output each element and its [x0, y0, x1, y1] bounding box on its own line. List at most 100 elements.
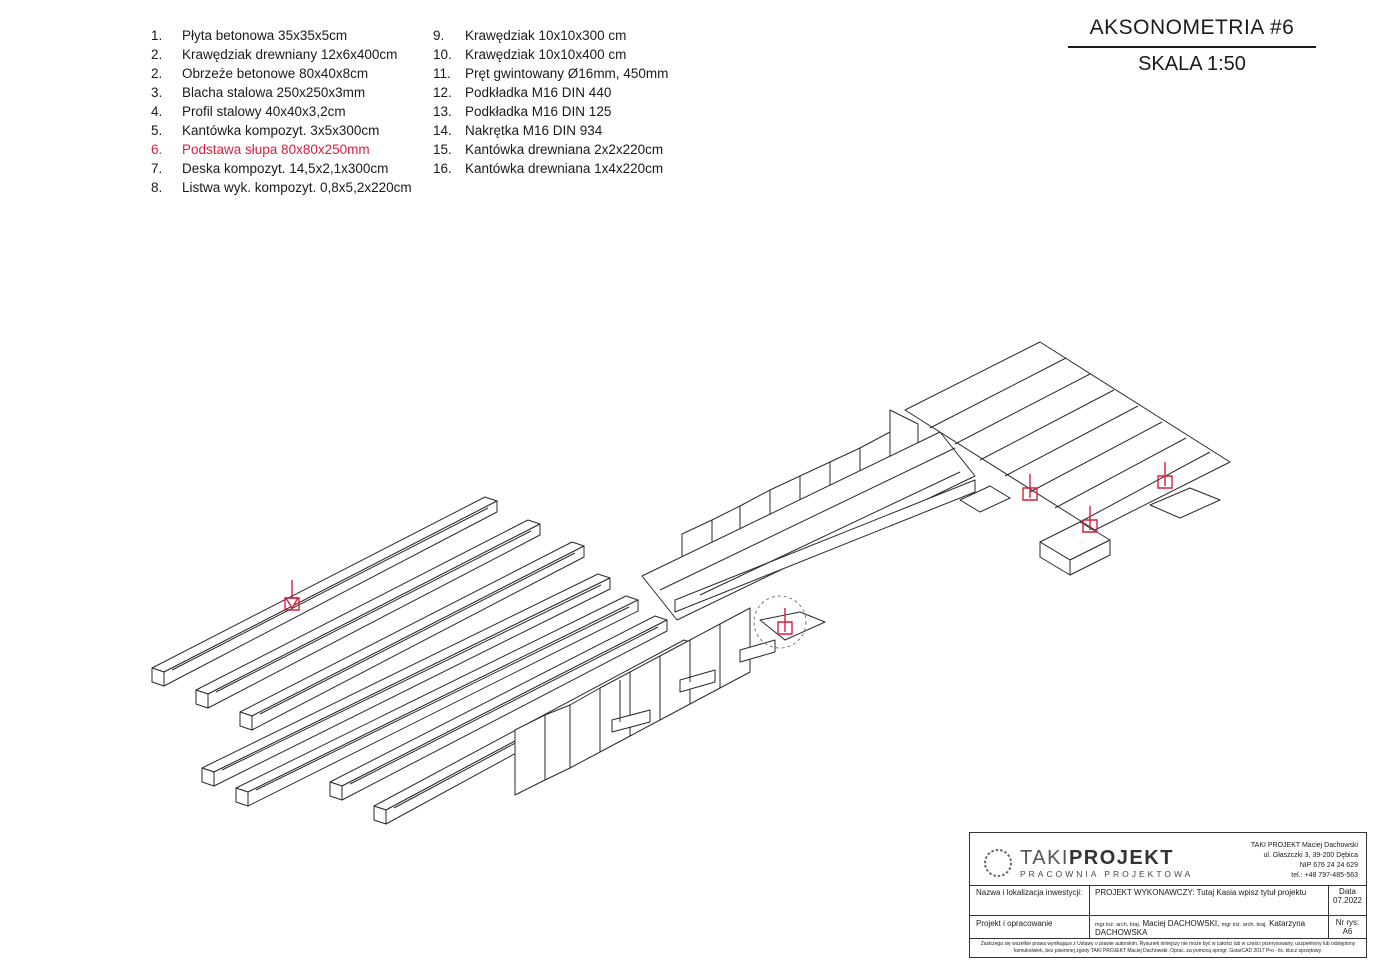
brand-sub: PRACOWNIA PROJEKTOWA [1020, 868, 1194, 879]
deck-joist [979, 389, 1115, 461]
legend-item-label: Krawędziak 10x10x300 cm [465, 28, 627, 43]
legend-item: 16.Kantówka drewniana 1x4x220cm [433, 159, 668, 178]
legend-item-number: 15. [433, 142, 452, 157]
post-base-marker [1082, 506, 1098, 533]
beam-line [659, 447, 956, 591]
legend-item-label: Nakrętka M16 DIN 934 [465, 123, 603, 138]
legend-item-number: 2. [151, 66, 163, 81]
deck-groove [171, 507, 489, 671]
sheet-label: Nr rys: [1335, 918, 1360, 927]
legend-item: 15. Kantówka drewniana 2x2x220cm [433, 140, 668, 159]
legend-item-label: Kantówka drewniana 2x2x220cm [465, 142, 664, 157]
legend-item-number: 13. [433, 104, 452, 119]
date-cell: Data 07.2022 [1329, 885, 1366, 915]
middle-beams [641, 431, 976, 621]
legend-item: 11. Pręt gwintowany Ø16mm, 450mm [433, 64, 668, 83]
legend-item-label: Pręt gwintowany Ø16mm, 450mm [465, 66, 669, 81]
legend-item-label: Blacha stalowa 250x250x3mm [182, 85, 366, 100]
author-b-name: Katarzyna DACHOWSKA [1095, 919, 1306, 937]
date-label: Data [1339, 887, 1356, 896]
legend-item: 9. Krawędziak 10x10x300 cm [433, 26, 668, 45]
sheet-value: A6 [1342, 927, 1353, 936]
bracket-plate [739, 639, 776, 663]
brand-bold: PROJEKT [1068, 846, 1174, 869]
legend-item-number: 16. [433, 161, 452, 176]
curb-block [544, 704, 571, 781]
deck-joist [954, 373, 1091, 445]
steel-brackets [611, 611, 826, 733]
company-info: TAKI PROJEKT Maciej Dachowski ul. Głaszc… [1251, 841, 1358, 881]
post-base-marker [1157, 462, 1173, 489]
author-a-title: mgr inż. arch. kraj. [1095, 922, 1141, 928]
legend-item-number: 7. [151, 161, 163, 176]
stamp-row-authors: Projekt i opracowanie mgr inż. arch. kra… [970, 916, 1366, 939]
copyright-notice: Zastrzega się wszelkie prawa wynikające … [980, 941, 1356, 954]
deck-board-side [213, 577, 611, 787]
legend-item: 2.Krawędziak drewniany 12x6x400cm [151, 45, 412, 64]
legend-item-number: 4. [151, 104, 163, 119]
legend-item-number: 5. [151, 123, 163, 138]
legend-left-column: 1. Płyta betonowa 35x35x5cm 2.Krawędziak d… [151, 26, 412, 197]
project-value: PROJEKT WYKONAWCZY: Tutaj Kasia wpisz ty… [1090, 885, 1329, 915]
drawing-scale: SKALA 1:50 [1138, 53, 1246, 75]
legend-item: 7.Deska kompozyt. 14,5x2,1x300cm [151, 159, 412, 178]
company-tel: tel.: +48 797-485-563 [1291, 872, 1358, 879]
legend-item: 4. Profil stalowy 40x40x3,2cm [151, 102, 412, 121]
legend-item-number: 1. [151, 28, 163, 43]
legend-item-label: Podkładka M16 DIN 440 [465, 85, 612, 100]
post-base-marker [1022, 474, 1038, 501]
deck-board-side [163, 500, 498, 687]
deck-groove [259, 552, 576, 715]
legend-item: 10.Krawędziak 10x10x400 cm [433, 45, 668, 64]
legend-item: 14. Nakrętka M16 DIN 934 [433, 121, 668, 140]
beam-frame [641, 431, 976, 621]
legend-item-label: Podkładka M16 DIN 125 [465, 104, 612, 119]
legend-item-label: Profil stalowy 40x40x3,2cm [182, 104, 346, 119]
bracket-plate [611, 709, 651, 733]
legend-item: 6.Podstawa słupa 80x80x250mm [151, 140, 412, 159]
legend-item-label: Płyta betonowa 35x35x5cm [182, 28, 348, 43]
legend-item-label: Obrzeże betonowe 80x40x8cm [182, 66, 369, 81]
bracket-plate [679, 669, 716, 693]
beam-line [699, 471, 961, 596]
legend-item-number: 3. [151, 85, 163, 100]
legend-item-number: 14. [433, 123, 452, 138]
post-bases [284, 462, 1173, 635]
legend-item: 12. Podkładka M16 DIN 440 [433, 83, 668, 102]
curb-block [689, 623, 721, 705]
legend-item-number: 12. [433, 85, 452, 100]
left-deck [151, 496, 697, 825]
legend-item-label: Listwa wyk. kompozyt. 0,8x5,2x220cm [182, 180, 412, 195]
stamp-grid: Nazwa i lokalizacja inwestycji: PROJEKT … [970, 885, 1366, 956]
legend-item-label: Kantówka kompozyt. 3x5x300cm [182, 123, 380, 138]
deck-joist [1029, 421, 1163, 493]
company-name: TAKI PROJEKT Maciej Dachowski [1250, 842, 1358, 849]
brand-light: TAKI [1020, 846, 1069, 869]
legend-item-label: Krawędziak 10x10x400 cm [465, 47, 627, 62]
deck-joist [1004, 405, 1139, 477]
detail-circle [753, 595, 807, 649]
curb-block [719, 607, 751, 689]
right-deck [904, 341, 1231, 576]
deck-joist [1079, 451, 1211, 523]
deck-groove [349, 626, 659, 785]
legend-item-label: Podstawa słupa 80x80x250mm [182, 142, 370, 157]
deck-groove [255, 606, 630, 791]
legend-item-number: 11. [433, 66, 451, 81]
company-nip: NIP 676 24 24 629 [1299, 862, 1358, 869]
deck-board-side [207, 523, 541, 709]
deck-groove [221, 584, 602, 771]
legend-item: 5. Kantówka kompozyt. 3x5x300cm [151, 121, 412, 140]
legend-item: 3. Blacha stalowa 250x250x3mm [151, 83, 412, 102]
post-footing [959, 485, 1011, 513]
logo-circle-icon [984, 849, 1012, 877]
legend-item: 1. Płyta betonowa 35x35x5cm [151, 26, 412, 45]
legend-item-number: 9. [433, 28, 445, 43]
legend-item: 13. Podkładka M16 DIN 125 [433, 102, 668, 121]
author-b-title: mgr inż. arch. kraj. [1221, 922, 1267, 928]
project-label: Nazwa i lokalizacja inwestycji: [970, 885, 1090, 915]
sheet-cell: Nr rys: A6 [1329, 916, 1366, 938]
deck-board-side [251, 545, 585, 731]
deck-board-side [247, 599, 639, 807]
